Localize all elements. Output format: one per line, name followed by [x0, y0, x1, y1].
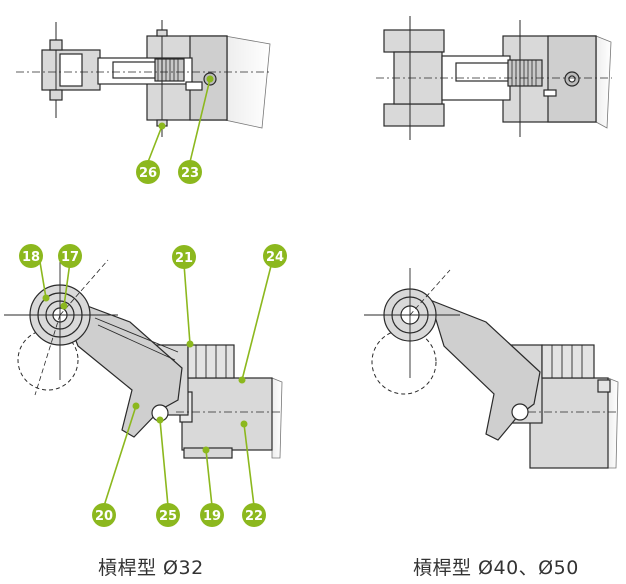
callout-18: 18 — [19, 244, 43, 268]
callout-24: 24 — [263, 244, 287, 268]
callout-19: 19 — [200, 503, 224, 527]
callout-21-label: 21 — [175, 251, 193, 266]
callout-17-label: 17 — [61, 250, 79, 265]
top-view-32 — [16, 20, 271, 137]
leader-lines — [39, 78, 273, 507]
callout-24-label: 24 — [266, 250, 284, 265]
caption-lever-40-50: 槓桿型 Ø40、Ø50 — [413, 557, 579, 579]
callout-23-label: 23 — [181, 166, 199, 181]
top-view-40-50 — [376, 16, 612, 140]
callout-21: 21 — [172, 245, 196, 269]
callout-22: 22 — [242, 503, 266, 527]
callout-20: 20 — [92, 503, 116, 527]
callout-26-label: 26 — [139, 166, 157, 181]
callout-18-label: 18 — [22, 250, 40, 265]
caption-lever-32: 槓桿型 Ø32 — [98, 557, 204, 579]
callout-19-label: 19 — [203, 509, 221, 524]
callout-20-label: 20 — [95, 509, 113, 524]
callout-17: 17 — [58, 244, 82, 268]
callout-26: 26 — [136, 160, 160, 184]
side-view-32 — [4, 259, 283, 459]
callout-23: 23 — [178, 160, 202, 184]
callout-25-label: 25 — [159, 509, 177, 524]
side-view-40-50 — [364, 268, 619, 469]
leader-dots — [42, 75, 248, 454]
callout-25: 25 — [156, 503, 180, 527]
callout-22-label: 22 — [245, 509, 263, 524]
